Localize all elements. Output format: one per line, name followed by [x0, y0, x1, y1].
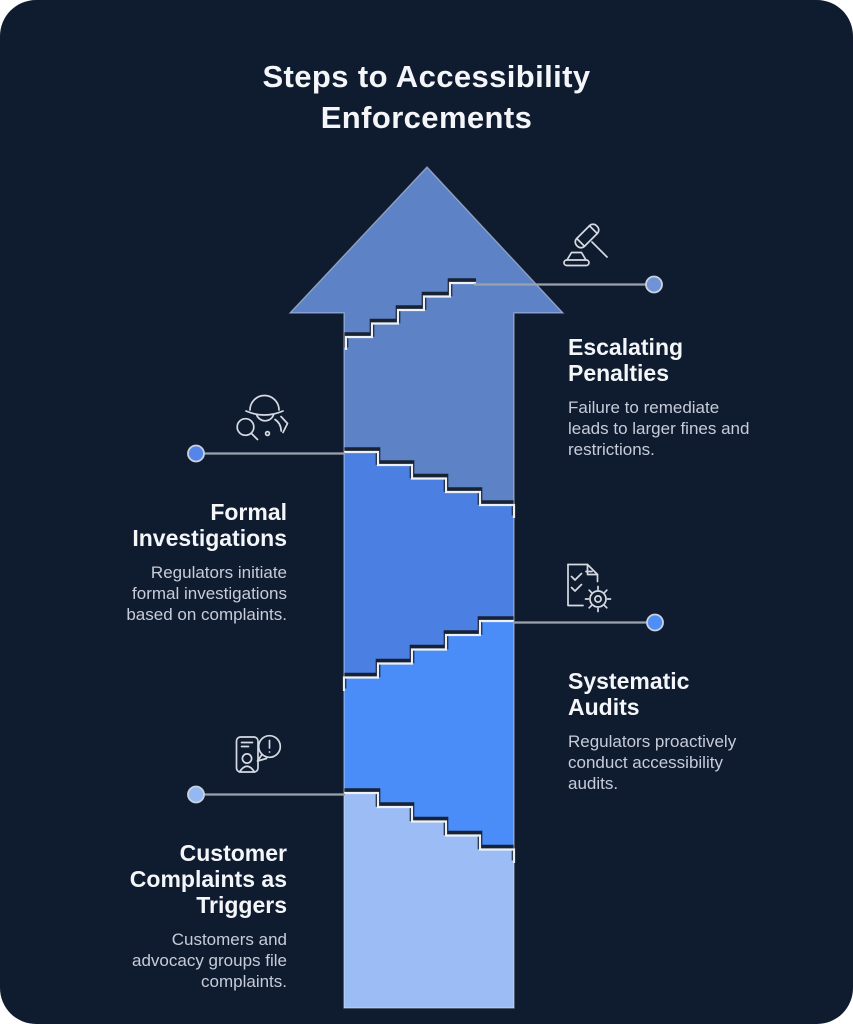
- callout-body-line: conduct accessibility: [568, 753, 723, 772]
- callout-title-line: Customer: [179, 840, 287, 866]
- connector-dot-customer: [187, 785, 205, 804]
- callout-body-line: formal investigations: [132, 584, 287, 603]
- callout-title-line: Complaints as: [129, 866, 287, 892]
- callout-title: Customer Complaints as Triggers: [72, 840, 287, 918]
- detective-magnifier-icon: [236, 394, 289, 441]
- callout-body-line: Regulators proactively: [568, 732, 737, 751]
- complaint-phone-icon: [235, 734, 282, 773]
- callout-title: Formal Investigations: [72, 499, 287, 551]
- gavel-icon: [563, 223, 608, 267]
- callout-body-line: Failure to remediate: [568, 398, 720, 417]
- callout-body: Failure to remediate leads to larger fin…: [568, 397, 793, 460]
- callout-title-line: Escalating: [568, 334, 684, 360]
- callout-title-line: Audits: [568, 694, 640, 720]
- page-title-line-2: Enforcements: [320, 100, 533, 135]
- stair-edge-customer: [344, 788, 517, 863]
- segment-formal-investigations: [344, 452, 514, 678]
- connector-dot-formal: [187, 444, 205, 463]
- connector-dot-systematic: [646, 613, 664, 632]
- stair-edge-formal: [344, 447, 517, 518]
- callout-title-line: Investigations: [132, 525, 287, 551]
- callout-body-line: Regulators initiate: [150, 563, 287, 582]
- audit-document-gear-icon: [567, 563, 613, 614]
- callout-systematic-audits: Systematic Audits Regulators proactively…: [568, 668, 793, 794]
- callout-body: Regulators proactively conduct accessibi…: [568, 731, 793, 794]
- page-title-line-1: Steps to Accessibility: [262, 59, 591, 94]
- callout-title: Systematic Audits: [568, 668, 793, 720]
- callout-body-line: based on complaints.: [126, 605, 287, 624]
- callout-escalating-penalties: Escalating Penalties Failure to remediat…: [568, 334, 793, 460]
- callout-body-line: advocacy groups file: [132, 951, 287, 970]
- callout-body-line: complaints.: [201, 972, 287, 991]
- callout-formal-investigations: Formal Investigations Regulators initiat…: [72, 499, 287, 625]
- callout-body-line: restrictions.: [568, 440, 655, 459]
- callout-body-line: audits.: [568, 774, 619, 793]
- callout-title: Escalating Penalties: [568, 334, 793, 386]
- callout-title-line: Penalties: [568, 360, 669, 386]
- callout-body-line: leads to larger fines and: [568, 419, 750, 438]
- callout-body: Customers and advocacy groups file compl…: [72, 929, 287, 992]
- connector-dot-escalating: [645, 275, 663, 294]
- segment-escalating-penalties: [290, 167, 563, 505]
- callout-body: Regulators initiate formal investigation…: [72, 562, 287, 625]
- callout-title-line: Systematic: [568, 668, 690, 694]
- callout-body-line: Customers and: [171, 930, 287, 949]
- callout-title-line: Formal: [210, 499, 287, 525]
- page-title: Steps to Accessibility Enforcements: [0, 56, 853, 138]
- segment-customer-complaints: [344, 793, 514, 1008]
- callout-title-line: Triggers: [196, 892, 287, 918]
- segment-systematic-audits: [344, 621, 514, 850]
- stair-edge-systematic: [341, 616, 514, 691]
- callout-customer-complaints: Customer Complaints as Triggers Customer…: [72, 840, 287, 992]
- arrow-outline: [288, 166, 565, 1009]
- stair-edge-escalating: [343, 278, 476, 350]
